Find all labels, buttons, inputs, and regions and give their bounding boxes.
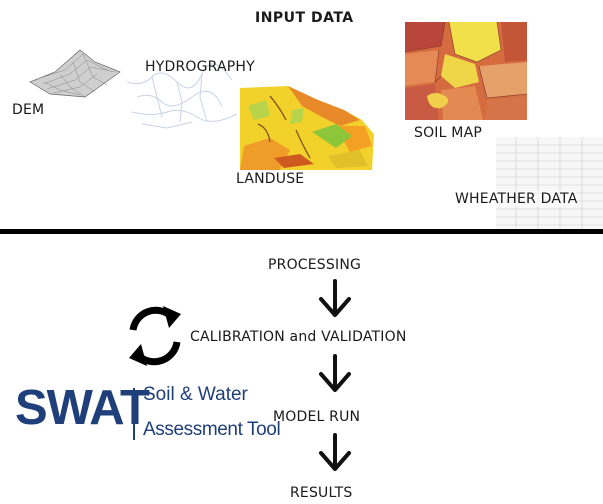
swat-logo-name-line1: Soil & Water bbox=[143, 384, 248, 405]
circular-arrows-icon bbox=[129, 306, 181, 366]
step-calibration-validation: CALIBRATION and VALIDATION bbox=[190, 329, 407, 345]
arrow-down-icon bbox=[319, 354, 351, 392]
input-data-title: INPUT DATA bbox=[255, 10, 354, 26]
hydrography-icon bbox=[126, 63, 238, 129]
section-divider bbox=[0, 229, 603, 234]
weather-table-icon bbox=[496, 137, 603, 229]
step-model-run: MODEL RUN bbox=[273, 409, 361, 425]
step-results: RESULTS bbox=[290, 485, 353, 501]
swat-logo-separator bbox=[133, 388, 135, 440]
landuse-label: LANDUSE bbox=[236, 171, 305, 187]
step-processing: PROCESSING bbox=[268, 257, 362, 273]
swat-logo-acronym: SWAT bbox=[15, 381, 150, 435]
soil-map-icon bbox=[405, 22, 527, 120]
landuse-map-icon bbox=[240, 86, 374, 170]
arrow-down-icon bbox=[319, 433, 351, 471]
arrow-down-icon bbox=[319, 279, 351, 317]
dem-terrain-icon bbox=[29, 49, 121, 98]
soil-map-label: SOIL MAP bbox=[414, 125, 482, 141]
swat-logo-name-line2: Assessment Tool bbox=[143, 419, 281, 440]
dem-label: DEM bbox=[12, 102, 45, 118]
weather-data-label: WHEATHER DATA bbox=[455, 191, 578, 207]
hydrography-label: HYDROGRAPHY bbox=[145, 59, 255, 75]
